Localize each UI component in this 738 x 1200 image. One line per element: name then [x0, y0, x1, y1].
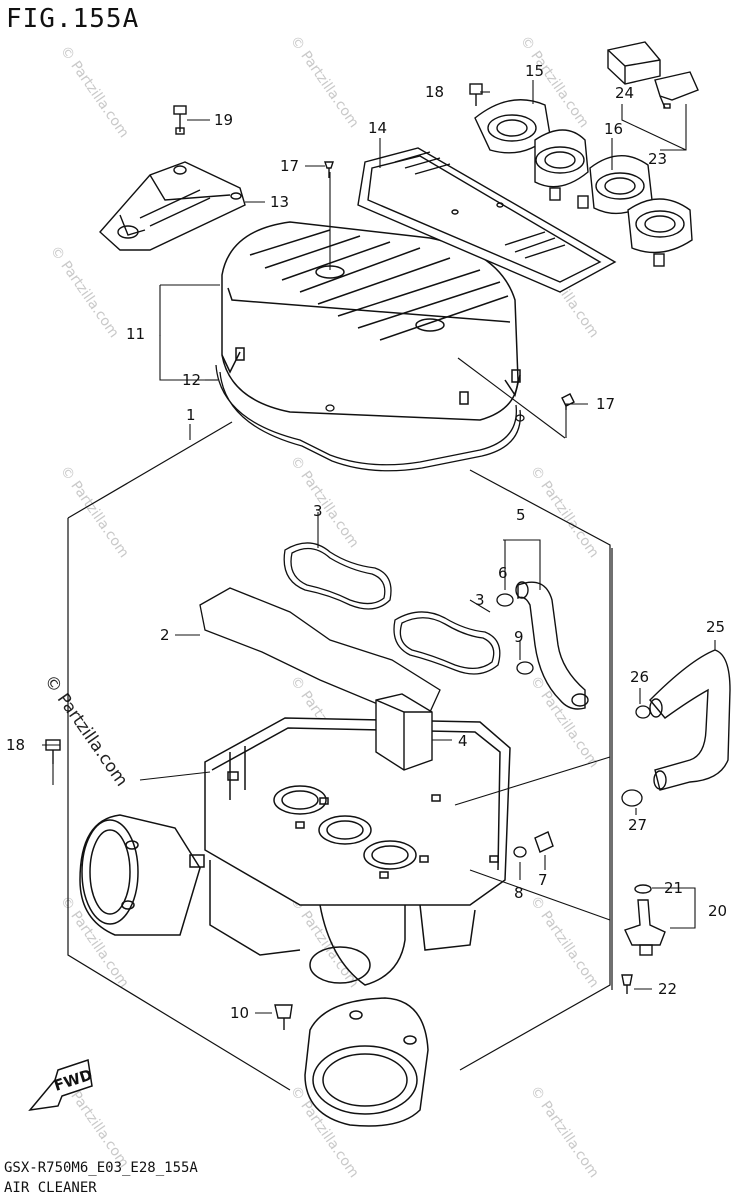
clamp-part: [496, 593, 651, 858]
leader-lines: [42, 80, 716, 1014]
watermark: © Partzilla.com: [47, 243, 122, 341]
callout-3: 3: [313, 502, 323, 520]
callout-1: 1: [186, 406, 196, 424]
callout-12: 12: [182, 371, 201, 389]
figure-caption: AIR CLEANER: [4, 1180, 97, 1196]
callout-14: 14: [368, 119, 387, 137]
pressure-sensor-part: [624, 884, 666, 956]
callout-17: 17: [280, 157, 299, 175]
callout-26: 26: [630, 668, 649, 686]
callout-4: 4: [458, 732, 468, 750]
watermark: © Partzilla.com: [287, 453, 362, 551]
watermark: © Partzilla.com: [287, 893, 362, 991]
watermark: © Partzilla.com: [527, 893, 602, 991]
callout-22: 22: [658, 980, 677, 998]
callout-18: 18: [425, 83, 444, 101]
callout-labels: 1 2 3 3 4 5 6 7 8 9 10 11 12 13 14 15 16…: [6, 62, 727, 1022]
callout-3: 3: [475, 591, 485, 609]
fastener-part: [173, 83, 575, 410]
callout-20: 20: [708, 902, 727, 920]
callout-10: 10: [230, 1004, 249, 1022]
upper-case-part: [221, 221, 521, 421]
callout-2: 2: [160, 626, 170, 644]
callout-16: 16: [604, 120, 623, 138]
watermark: © Partzilla.com: [527, 1083, 602, 1181]
breather-hose-part: [515, 581, 589, 710]
callout-7: 7: [538, 871, 548, 889]
foam-filter-part: [375, 693, 433, 771]
inlet-duct-part: [79, 814, 205, 936]
callout-23: 23: [648, 150, 667, 168]
callout-11: 11: [126, 325, 145, 343]
callout-6: 6: [498, 564, 508, 582]
intake-cover-part: [99, 161, 246, 251]
callout-21: 21: [664, 879, 683, 897]
velocity-stack-part: [474, 99, 693, 267]
callout-9: 9: [514, 628, 524, 646]
callout-19: 19: [214, 111, 233, 129]
callout-17: 17: [596, 395, 615, 413]
callout-13: 13: [270, 193, 289, 211]
callout-27: 27: [628, 816, 647, 834]
callout-8: 8: [514, 884, 524, 902]
sensor-part: [607, 41, 699, 109]
lower-case-part: [204, 717, 511, 986]
callout-15: 15: [525, 62, 544, 80]
callout-5: 5: [516, 506, 526, 524]
figure-title: FIG.155A: [6, 4, 140, 34]
watermark-main: © Partzilla.com: [40, 671, 132, 790]
model-code: GSX-R750M6_E03_E28_155A: [4, 1160, 198, 1176]
gasket-part: [215, 364, 525, 472]
seal-ring-part: [199, 542, 501, 713]
drain-hose-part: [649, 649, 731, 791]
lower-duct-part: [304, 997, 429, 1127]
callout-18: 18: [6, 736, 25, 754]
watermark: © Partzilla.com: [287, 33, 362, 131]
watermark: © Partzilla.com: [527, 463, 602, 561]
watermark: © Partzilla.com: [57, 43, 132, 141]
filter-element-part: [357, 147, 617, 293]
callout-25: 25: [706, 618, 725, 636]
cap-part: [534, 831, 554, 853]
assembly-outline: [67, 421, 613, 1091]
callout-24: 24: [615, 84, 634, 102]
